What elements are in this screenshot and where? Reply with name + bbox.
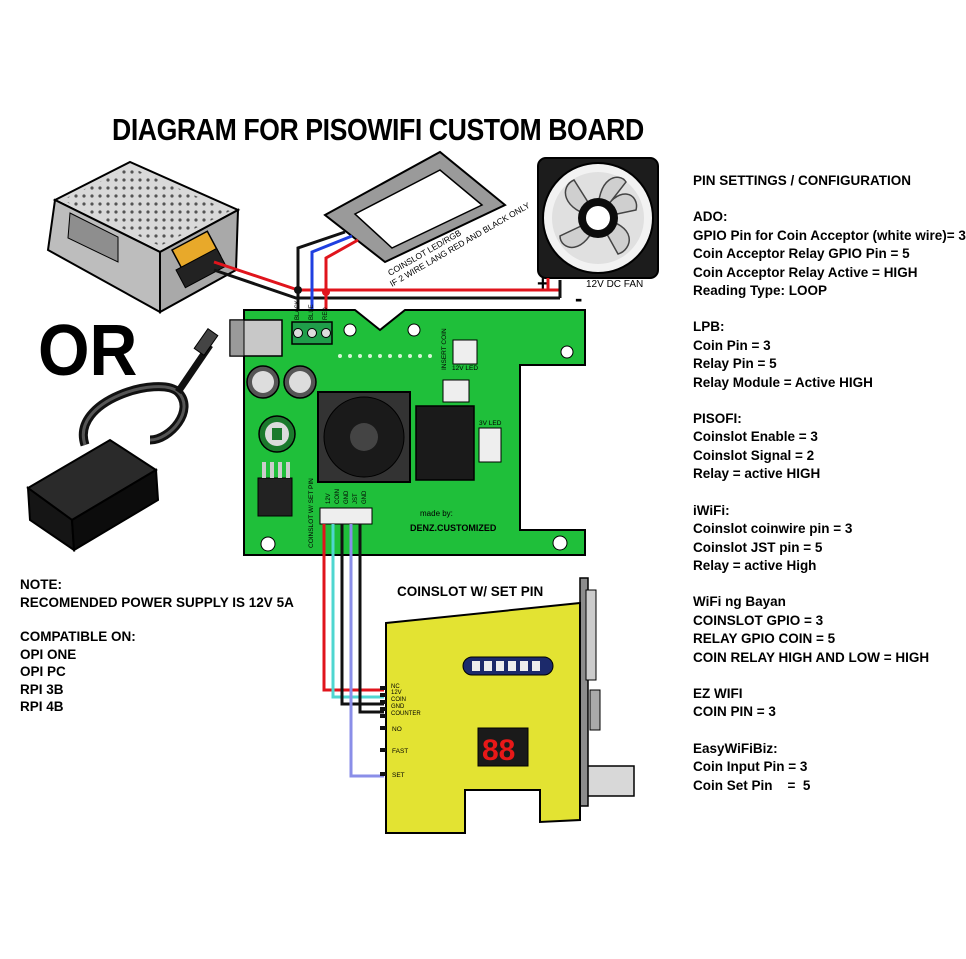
coinslot-pin-no: NO [392, 726, 402, 733]
coinslot-pin-gnd: GND [391, 704, 405, 710]
setting-line: Relay = active HIGH [693, 466, 821, 482]
section-wifi-ng-bayan: WiFi ng Bayan COINSLOT GPIO = 3 RELAY GP… [693, 593, 966, 667]
section-title: PISOFI: [693, 411, 742, 427]
setting-line: COIN RELAY HIGH AND LOW = HIGH [693, 649, 930, 665]
diagram-title: DIAGRAM FOR PISOWIFI CUSTOM BOARD [112, 112, 644, 147]
section-title: WiFi ng Bayan [693, 594, 786, 610]
section-easywifibiz: EasyWiFiBiz: Coin Input Pin = 3 Coin Set… [693, 740, 966, 795]
led-terminal-block: BLACK BLUE RED [291, 300, 333, 345]
setting-line: Reading Type: LOOP [693, 283, 828, 299]
fan-label: 12V DC FAN [586, 279, 643, 290]
coinslot-pin-coin: COIN [391, 697, 406, 703]
jst-label-gnd-2: GND [362, 490, 368, 504]
pin-settings-heading: PIN SETTINGS / CONFIGURATION [693, 173, 912, 188]
setting-line: COIN PIN = 3 [693, 704, 776, 720]
setting-line: Relay Pin = 5 [693, 356, 777, 372]
terminal-label-blue: BLUE [309, 304, 315, 320]
pin-settings: PIN SETTINGS / CONFIGURATION ADO: GPIO P… [693, 172, 966, 813]
setting-line: GPIO Pin for Coin Acceptor (white wire)=… [693, 227, 966, 243]
terminal-label-black: BLACK [295, 300, 301, 320]
compatible-heading: COMPATIBLE ON: [20, 629, 136, 644]
jst-label-gnd: GND [344, 490, 350, 504]
coinslot-title: COINSLOT W/ SET PIN [397, 584, 544, 599]
setting-line: Coinslot JST pin = 5 [693, 539, 823, 555]
power-wires [213, 230, 562, 322]
coinslot-pin-set: SET [392, 772, 405, 779]
led-12v-label: 12V LED [452, 365, 478, 372]
coinslot-pin-counter: COUNTER [391, 711, 421, 717]
rgb-fan: 12V DC FAN + - [537, 157, 659, 311]
section-iwifi: iWiFi: Coinslot coinwire pin = 3 Coinslo… [693, 502, 966, 576]
section-title: EZ WIFI [693, 685, 743, 701]
led-3v-label: 3V LED [479, 420, 502, 427]
fan-plus-label: + [537, 273, 549, 295]
section-title: EasyWiFiBiz: [693, 740, 778, 756]
coinslot-pin-nc: NC [391, 684, 400, 690]
compatible-item: RPI 3B [20, 681, 64, 697]
jst-label-jst: JST [353, 493, 359, 504]
note-text: RECOMENDED POWER SUPPLY IS 12V 5A [20, 594, 294, 610]
insert-coin-label: INSERT COIN [441, 328, 448, 370]
coinslot-wires [322, 524, 384, 778]
coinslot-display: 88 [482, 734, 515, 767]
section-pisofi: PISOFI: Coinslot Enable = 3 Coinslot Sig… [693, 410, 966, 484]
coinslot-setpin-board-label: COINSLOT W/ SET PIN [308, 478, 315, 548]
coinslot-pin-fast: FAST [392, 748, 408, 755]
setting-line: Coin Input Pin = 3 [693, 759, 808, 775]
fan-minus-label: - [575, 286, 582, 311]
or-label: OR [38, 311, 138, 391]
compatible-item: OPI ONE [20, 646, 77, 662]
setting-line: Coin Acceptor Relay GPIO Pin = 5 [693, 246, 910, 262]
setting-line: Coinslot Signal = 2 [693, 447, 815, 463]
made-by-label: made by: [420, 509, 453, 518]
compatible-item: RPI 4B [20, 699, 64, 714]
setting-line: Coinslot coinwire pin = 3 [693, 521, 853, 537]
power-supply [46, 160, 241, 314]
note-block: NOTE: RECOMENDED POWER SUPPLY IS 12V 5A … [20, 576, 294, 716]
setting-line: RELAY GPIO COIN = 5 [693, 631, 836, 647]
section-ado: ADO: GPIO Pin for Coin Acceptor (white w… [693, 208, 966, 300]
section-title: LPB: [693, 319, 725, 335]
setting-line: Coinslot Enable = 3 [693, 429, 818, 445]
terminal-label-red: RED [323, 307, 329, 320]
section-title: ADO: [693, 209, 728, 225]
setting-line: Relay = active High [693, 557, 817, 573]
section-title: iWiFi: [693, 502, 730, 518]
maker-label: DENZ.CUSTOMIZED [410, 523, 497, 533]
setting-line: Coin Pin = 3 [693, 337, 771, 353]
jst-label-coin: COIN [335, 489, 341, 504]
setting-line: Coin Acceptor Relay Active = HIGH [693, 264, 918, 280]
coinslot-pin-12v: 12V [391, 690, 402, 696]
section-ez-wifi: EZ WIFI COIN PIN = 3 [693, 685, 966, 722]
custom-board: BLACK BLUE RED IN [229, 300, 586, 556]
section-lpb: LPB: Coin Pin = 3 Relay Pin = 5 Relay Mo… [693, 318, 966, 392]
setting-line: Relay Module = Active HIGH [693, 374, 873, 390]
note-heading: NOTE: [20, 577, 62, 592]
power-adapter [26, 328, 219, 552]
coinslot-led-frame: COINSLOT LED/RGB IF 2 WIRE LANG RED AND … [323, 150, 532, 289]
coinslot-device: 88 NC 12V COIN GND COUNTER NO FAST SET [380, 577, 635, 834]
setting-line: Coin Set Pin = 5 [693, 777, 811, 793]
compatible-item: OPI PC [20, 664, 66, 679]
jst-label-12v: 12V [326, 493, 332, 504]
setting-line: COINSLOT GPIO = 3 [693, 612, 824, 628]
